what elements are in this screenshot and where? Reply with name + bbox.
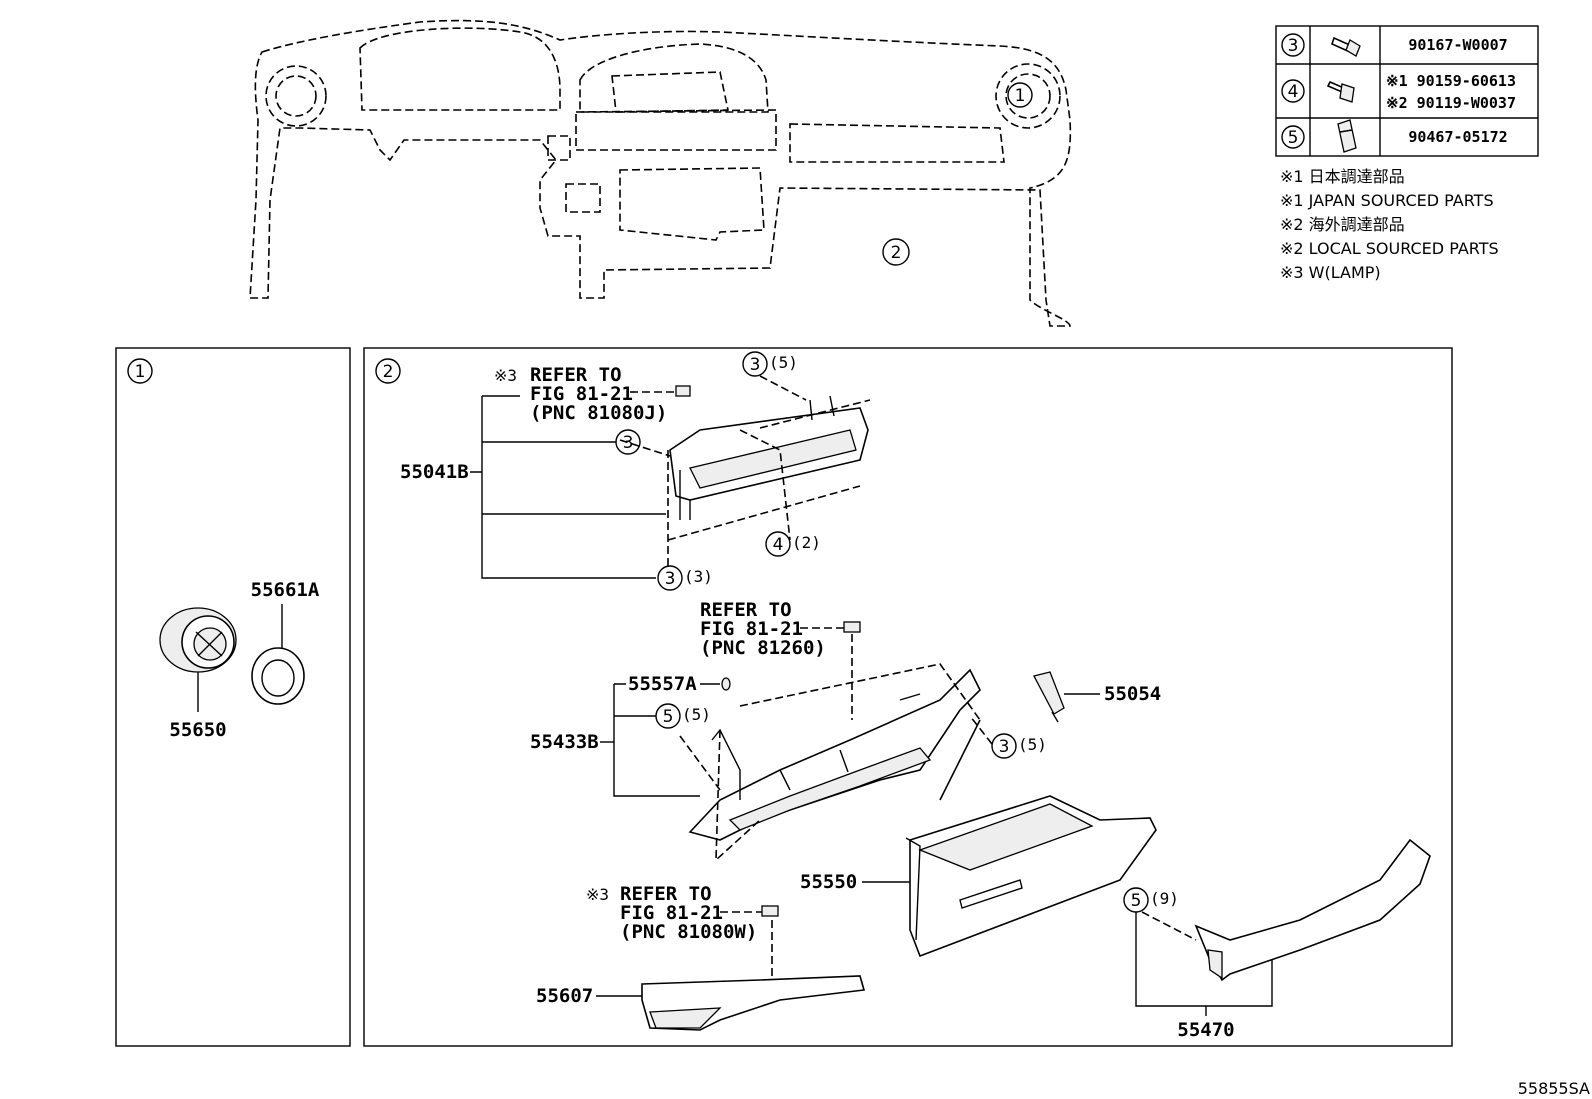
callout-5-b-qty: (9) [1150,889,1179,908]
part-55650: 55650 [169,719,226,741]
part-55550: 55550 [800,871,857,893]
part-55661A: 55661A [251,579,320,601]
fastener-table: 3 4 5 90167-W0007 ※1 90159-60613 ※2 9011… [1275,25,1539,157]
part-55054: 55054 [1104,683,1161,705]
vent-ring-icon [251,647,305,705]
note-1: ※1 日本調達部品 [1280,167,1405,186]
callout-4: 4 [773,535,784,555]
lower-frame [688,668,981,841]
refer1-line2: FIG 81-21 [530,383,633,405]
part-55607: 55607 [536,985,593,1007]
fastener-part-5: 90467-05172 [1408,128,1507,146]
lamp-icon-3 [761,905,779,917]
refer3-line2: FIG 81-21 [620,902,723,924]
refer2-line2: FIG 81-21 [700,618,803,640]
refer2-line1: REFER TO [700,599,792,621]
fastener-part-4-japan: ※1 90159-60613 [1386,72,1516,90]
note-4: ※2 LOCAL SOURCED PARTS [1280,239,1499,258]
trim-panel [1194,838,1431,982]
callout-5-a: 5 [663,707,674,727]
dashboard-overview: 1 2 [249,19,1072,327]
refer3-line1: REFER TO [620,883,712,905]
part-55557A: 55557A [628,673,697,695]
switch-icon [1033,671,1065,723]
overview-callout-1: 1 [1015,86,1026,106]
upper-bracket [669,395,869,520]
overview-callout-2: 2 [891,243,902,263]
callout-5-b: 5 [1131,891,1142,911]
fastener-part-4-local: ※2 90119-W0037 [1386,94,1516,112]
callout-4-qty: (2) [792,533,821,552]
lower-panel [641,975,866,1031]
refer2-line3: (PNC 81260) [700,637,826,659]
note-3: ※2 海外調達部品 [1280,215,1405,234]
screw-icon [1331,36,1361,57]
callout-3-top: 3 [750,355,761,375]
part-55433B: 55433B [530,731,599,753]
air-vent-icon [159,607,237,673]
refer3-line3: (PNC 81080W) [620,921,757,943]
bolt-icon [1326,80,1355,103]
callout-3-b-qty: (3) [684,567,713,586]
refer1-line1: REFER TO [530,364,622,386]
callout-3-c: 3 [999,737,1010,757]
refer1-prefix: ※3 [494,366,517,385]
notes: ※1 日本調達部品 ※1 JAPAN SOURCED PARTS ※2 海外調達… [1280,167,1499,282]
callout-3-top-qty: (5) [769,353,798,372]
diagram-code: 55855SA [1518,1079,1590,1098]
refer1-line3: (PNC 81080J) [530,402,667,424]
glove-box [905,795,1157,958]
clip-icon [1337,119,1357,153]
fastener-ref-5: 5 [1288,128,1299,148]
callout-3-b: 3 [665,569,676,589]
part-55470: 55470 [1177,1019,1234,1041]
callout-3-c-qty: (5) [1018,735,1047,754]
part-55041B: 55041B [400,461,469,483]
lamp-icon [675,385,691,397]
fastener-ref-3: 3 [1288,36,1299,56]
note-5: ※3 W(LAMP) [1280,263,1381,282]
callout-5-a-qty: (5) [682,705,711,724]
panel-1-badge: 1 [135,362,146,382]
refer3-prefix: ※3 [586,885,609,904]
fastener-part-3: 90167-W0007 [1408,36,1507,54]
lamp-icon-2 [843,621,861,633]
callout-3-a: 3 [623,433,634,453]
panel-2-badge: 2 [383,362,394,382]
note-2: ※1 JAPAN SOURCED PARTS [1280,191,1494,210]
panel-1: 1 55650 55661A [115,347,351,1047]
fastener-ref-4: 4 [1288,82,1299,102]
panel-2: 2 ※3 REFER TO FIG 81-21 (PNC 81080J) 550… [363,347,1453,1047]
